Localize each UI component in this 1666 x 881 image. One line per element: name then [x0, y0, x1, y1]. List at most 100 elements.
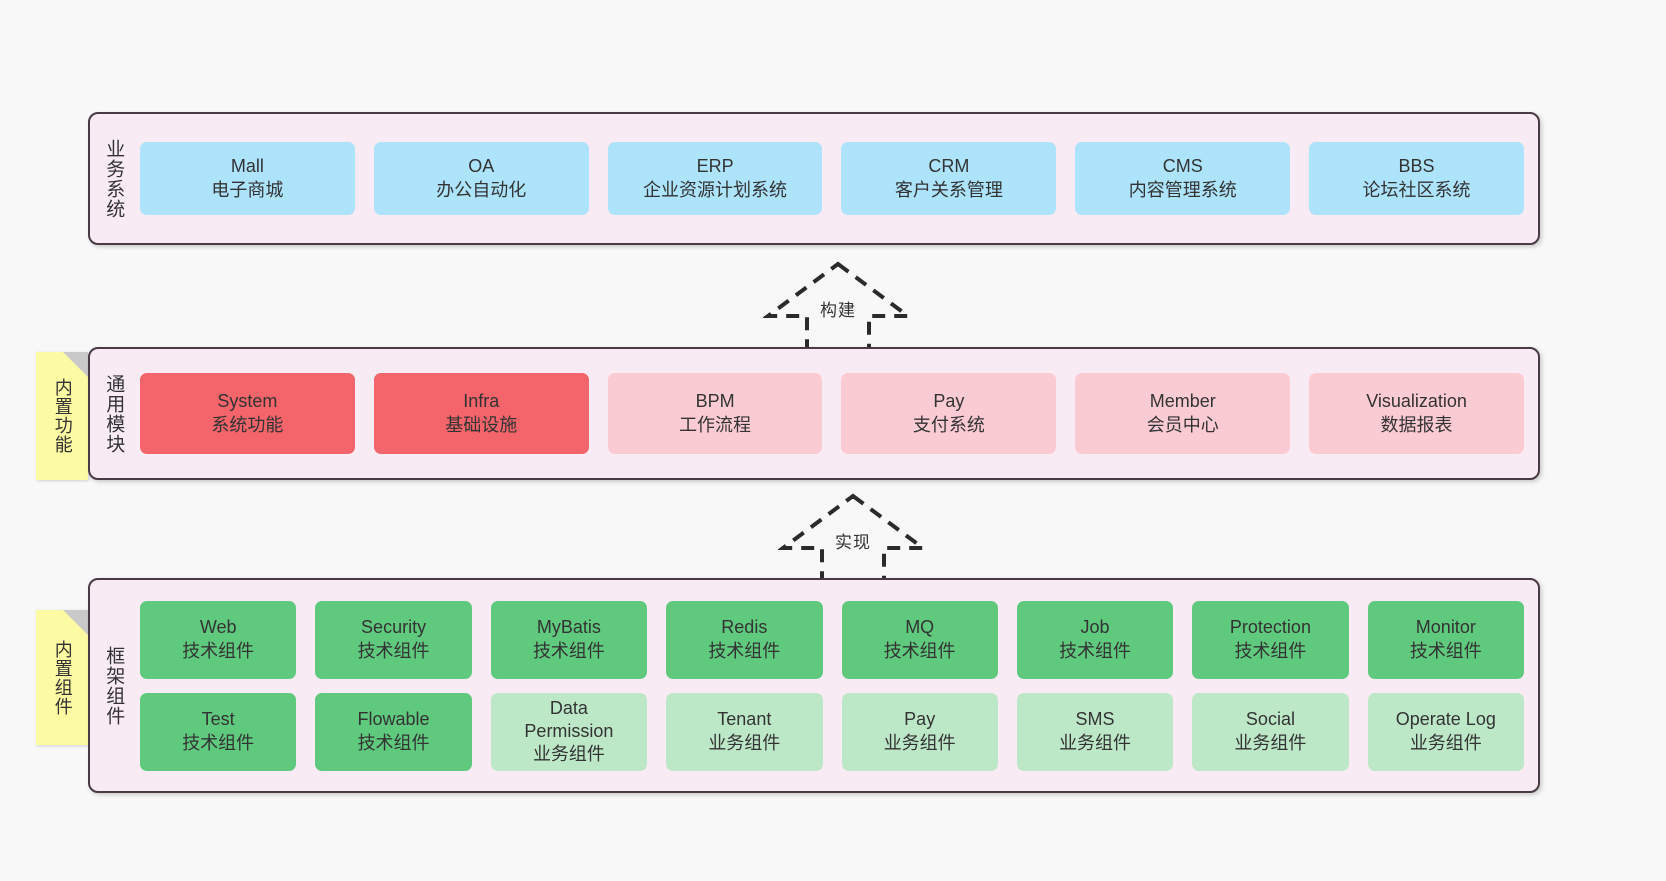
build-arrow-icon — [763, 261, 913, 352]
business-systems-title: 业务系统 — [103, 138, 125, 219]
sticky-note-builtin-features-label: 内置功能 — [52, 378, 73, 454]
card-redis-desc: 技术组件 — [708, 640, 781, 661]
card-mybatis-name: MyBatis — [536, 617, 601, 638]
card-operate-log-name: Operate Log — [1395, 709, 1496, 730]
card-erp[interactable]: ERP 企业资源计划系统 — [607, 142, 823, 215]
business-systems-card-row: Mall 电子商城 OA 办公自动化 ERP 企业资源计划系统 CRM 客户关系… — [140, 142, 1524, 215]
card-bpm-desc: 工作流程 — [679, 414, 752, 435]
framework-components-card-row-2: Test 技术组件 Flowable 技术组件 Data Permission … — [140, 692, 1524, 771]
card-social-desc: 业务组件 — [1234, 732, 1307, 753]
card-job-desc: 技术组件 — [1059, 640, 1132, 661]
card-flowable-desc: 技术组件 — [357, 732, 430, 753]
card-pay-component-desc: 业务组件 — [883, 732, 956, 753]
card-crm-desc: 客户关系管理 — [894, 179, 1003, 200]
common-modules-title: 通用模块 — [103, 373, 125, 454]
card-visualization-name: Visualization — [1366, 391, 1467, 412]
card-infra-name: Infra — [463, 391, 500, 412]
card-pay-module-name: Pay — [933, 391, 965, 412]
card-test-desc: 技术组件 — [182, 732, 255, 753]
card-member-name: Member — [1149, 391, 1216, 412]
card-mq-name: MQ — [905, 617, 935, 638]
card-flowable[interactable]: Flowable 技术组件 — [315, 692, 472, 771]
card-web-name: Web — [199, 617, 237, 638]
card-crm[interactable]: CRM 客户关系管理 — [841, 142, 1057, 215]
card-oa-name: OA — [468, 156, 495, 177]
card-security-name: Security — [361, 617, 427, 638]
card-data-permission[interactable]: Data Permission 业务组件 — [490, 692, 648, 771]
card-sms[interactable]: SMS 业务组件 — [1016, 692, 1174, 771]
card-pay-module[interactable]: Pay 支付系统 — [841, 373, 1057, 454]
card-job-name: Job — [1080, 617, 1110, 638]
card-mq[interactable]: MQ 技术组件 — [841, 600, 998, 679]
card-bpm-name: BPM — [695, 391, 735, 412]
card-flowable-name: Flowable — [357, 709, 430, 730]
card-data-permission-name: Data Permission — [524, 697, 614, 741]
card-social[interactable]: Social 业务组件 — [1192, 692, 1349, 771]
card-security-desc: 技术组件 — [357, 640, 430, 661]
common-modules-body: System 系统功能 Infra 基础设施 BPM 工作流程 Pay 支付系统… — [136, 349, 1538, 478]
card-cms[interactable]: CMS 内容管理系统 — [1075, 142, 1291, 215]
card-crm-name: CRM — [928, 156, 970, 177]
card-monitor-name: Monitor — [1415, 617, 1476, 638]
framework-components-body: Web 技术组件 Security 技术组件 MyBatis 技术组件 Redi… — [136, 580, 1538, 791]
implement-arrow-icon — [778, 493, 928, 584]
card-pay-component-name: Pay — [904, 709, 936, 730]
card-infra-desc: 基础设施 — [445, 414, 518, 435]
card-oa[interactable]: OA 办公自动化 — [373, 142, 589, 215]
card-operate-log-desc: 业务组件 — [1409, 732, 1482, 753]
card-mall-name: Mall — [230, 156, 264, 177]
common-modules-band: 通用模块 System 系统功能 Infra 基础设施 BPM 工作流程 Pay… — [88, 347, 1540, 480]
card-mybatis[interactable]: MyBatis 技术组件 — [490, 600, 648, 679]
card-cms-name: CMS — [1162, 156, 1203, 177]
card-oa-desc: 办公自动化 — [436, 179, 527, 200]
card-job[interactable]: Job 技术组件 — [1016, 600, 1174, 679]
common-modules-card-row: System 系统功能 Infra 基础设施 BPM 工作流程 Pay 支付系统… — [140, 373, 1524, 454]
card-system-desc: 系统功能 — [211, 414, 284, 435]
card-operate-log[interactable]: Operate Log 业务组件 — [1367, 692, 1524, 771]
card-web[interactable]: Web 技术组件 — [140, 600, 297, 679]
framework-components-card-row-1: Web 技术组件 Security 技术组件 MyBatis 技术组件 Redi… — [140, 600, 1524, 679]
card-bpm[interactable]: BPM 工作流程 — [607, 373, 823, 454]
card-redis-name: Redis — [721, 617, 768, 638]
card-system[interactable]: System 系统功能 — [140, 373, 355, 454]
card-mall[interactable]: Mall 电子商城 — [140, 142, 355, 215]
connector-implement-label: 实现 — [835, 533, 871, 552]
card-erp-name: ERP — [696, 156, 734, 177]
card-member-desc: 会员中心 — [1146, 414, 1219, 435]
card-system-name: System — [217, 391, 278, 412]
card-protection-desc: 技术组件 — [1234, 640, 1307, 661]
connector-build-label: 构建 — [820, 301, 856, 320]
card-bbs[interactable]: BBS 论坛社区系统 — [1309, 142, 1524, 215]
connector-implement-arrow: 实现 — [778, 490, 928, 586]
business-systems-band: 业务系统 Mall 电子商城 OA 办公自动化 ERP 企业资源计划系统 CRM… — [88, 112, 1540, 245]
card-data-permission-desc: 业务组件 — [532, 744, 605, 765]
card-protection[interactable]: Protection 技术组件 — [1192, 600, 1349, 679]
card-mall-desc: 电子商城 — [211, 179, 284, 200]
card-tenant-name: Tenant — [717, 709, 772, 730]
card-protection-name: Protection — [1229, 617, 1311, 638]
card-bbs-desc: 论坛社区系统 — [1362, 179, 1471, 200]
card-visualization[interactable]: Visualization 数据报表 — [1309, 373, 1524, 454]
card-web-desc: 技术组件 — [182, 640, 255, 661]
card-member[interactable]: Member 会员中心 — [1075, 373, 1291, 454]
framework-components-title: 框架组件 — [103, 645, 125, 726]
card-pay-component[interactable]: Pay 业务组件 — [841, 692, 998, 771]
card-erp-desc: 企业资源计划系统 — [643, 179, 788, 200]
card-infra[interactable]: Infra 基础设施 — [373, 373, 589, 454]
card-pay-module-desc: 支付系统 — [912, 414, 985, 435]
framework-components-band: 框架组件 Web 技术组件 Security 技术组件 MyBatis 技术组件… — [88, 578, 1540, 793]
sticky-note-builtin-components-label: 内置组件 — [52, 639, 73, 716]
business-systems-body: Mall 电子商城 OA 办公自动化 ERP 企业资源计划系统 CRM 客户关系… — [136, 114, 1538, 243]
card-tenant[interactable]: Tenant 业务组件 — [666, 692, 823, 771]
card-cms-desc: 内容管理系统 — [1128, 179, 1237, 200]
card-mq-desc: 技术组件 — [883, 640, 956, 661]
card-monitor-desc: 技术组件 — [1409, 640, 1482, 661]
card-redis[interactable]: Redis 技术组件 — [666, 600, 823, 679]
card-sms-desc: 业务组件 — [1059, 732, 1132, 753]
card-test[interactable]: Test 技术组件 — [140, 692, 297, 771]
card-security[interactable]: Security 技术组件 — [315, 600, 472, 679]
card-monitor[interactable]: Monitor 技术组件 — [1367, 600, 1524, 679]
card-tenant-desc: 业务组件 — [708, 732, 781, 753]
card-sms-name: SMS — [1075, 709, 1115, 730]
sticky-note-builtin-features: 内置功能 — [36, 352, 88, 480]
